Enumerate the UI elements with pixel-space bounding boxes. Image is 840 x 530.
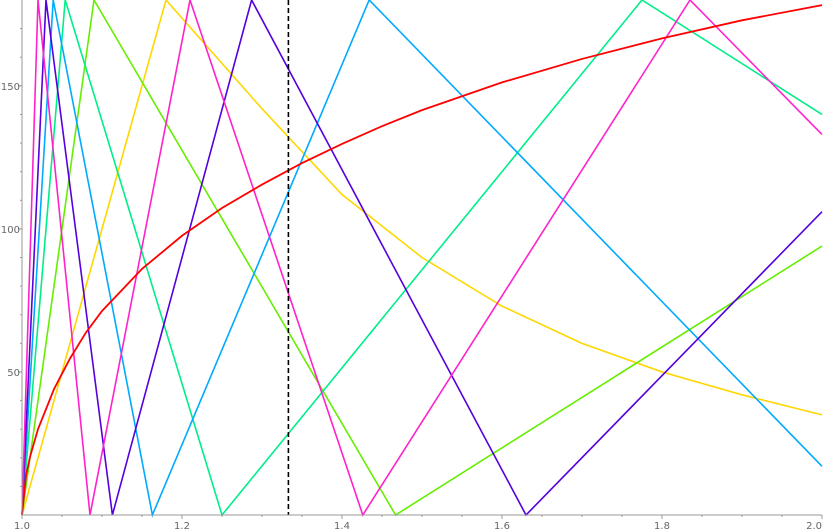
y-tick-label: 50 [7,368,20,379]
series-layer [21,0,823,518]
x-tick-label: 1.2 [174,521,190,530]
series-line-2 [21,0,823,517]
x-tick-label: 1.6 [494,521,510,530]
y-tick-label: 150 [1,82,20,93]
axes: 1.0 1.2 1.4 1.6 1.8 2.0 50 100 150 [1,0,823,530]
x-tick-label: 1.0 [14,521,30,530]
x-tick-label: 1.8 [654,521,670,530]
series-line-5 [21,0,823,517]
x-tick-label: 2.0 [806,521,822,530]
y-tick-label: 100 [1,225,20,236]
red-curve [21,4,823,516]
x-tick-label: 1.4 [334,521,350,530]
series-line-1 [21,0,823,516]
